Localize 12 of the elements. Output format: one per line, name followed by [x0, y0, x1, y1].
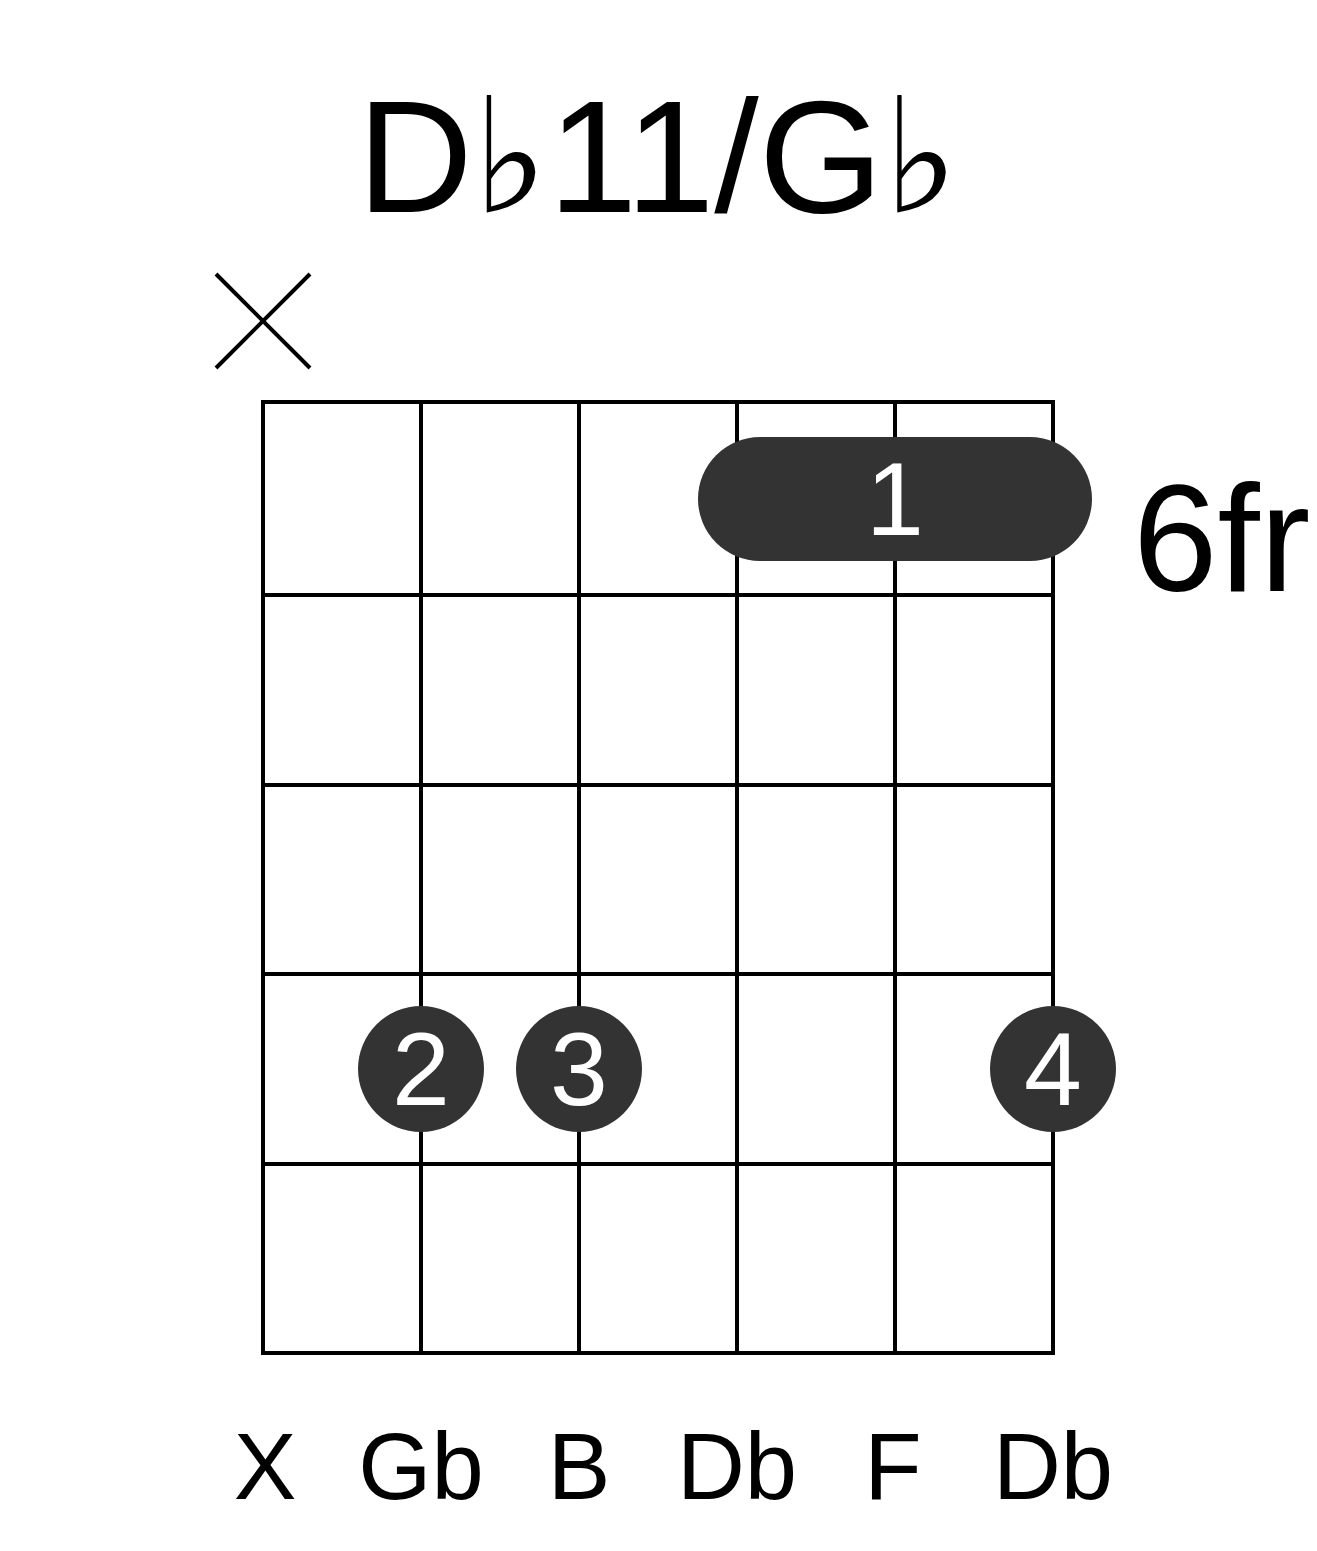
- string-note-label: Db: [676, 1420, 798, 1514]
- string-note-label: B: [547, 1420, 611, 1514]
- chord-title: D♭11/G♭: [357, 77, 959, 237]
- fret-position-label: 6fr: [1133, 462, 1311, 614]
- string-note-label: X: [233, 1420, 297, 1514]
- finger-number: 1: [866, 447, 924, 551]
- string-note-label: F: [864, 1420, 922, 1514]
- finger-number: 4: [1024, 1017, 1082, 1121]
- string-note-label: Gb: [358, 1420, 484, 1514]
- string-note-label: Db: [992, 1420, 1114, 1514]
- finger-number: 2: [392, 1017, 450, 1121]
- finger-number: 3: [550, 1017, 608, 1121]
